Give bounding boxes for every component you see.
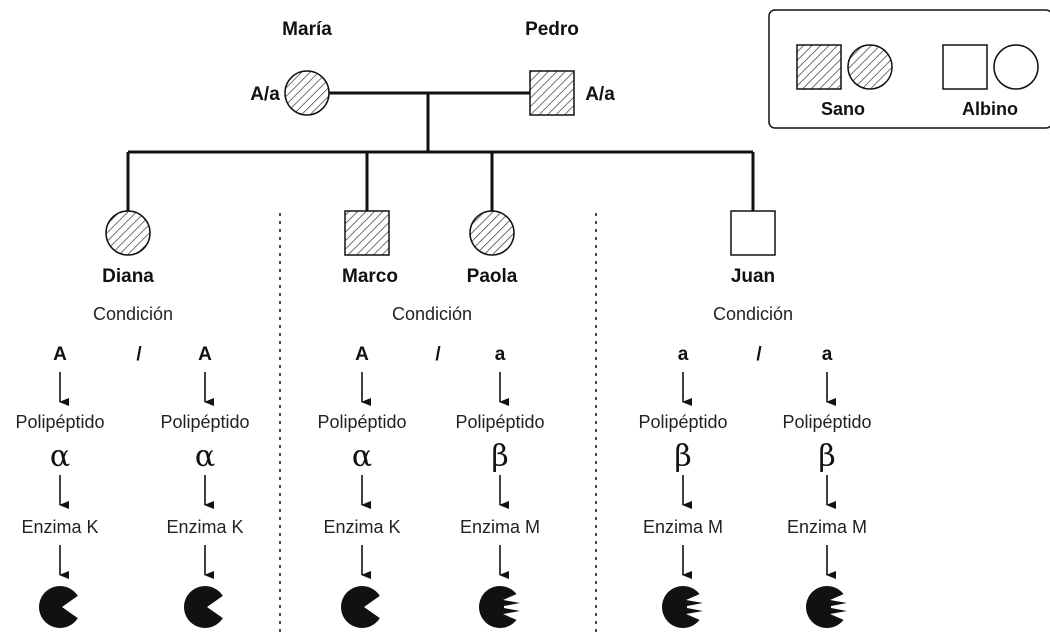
legend-albino-label: Albino (962, 99, 1018, 119)
polypeptide-label: Polipéptido (15, 412, 104, 432)
enzyme-label: Enzima M (643, 517, 723, 537)
allele-separator: / (435, 344, 441, 365)
enzyme-label: Enzima M (460, 517, 540, 537)
allele-label: a (822, 344, 833, 365)
enzyme-shape-icon (806, 586, 847, 629)
father-genotype: A/a (585, 84, 615, 105)
polypeptide-symbol: β (818, 439, 835, 474)
legend-albino-male-square (942, 44, 988, 90)
children: Diana Marco Paola Juan (102, 210, 776, 287)
polypeptide-symbol: α (50, 439, 70, 474)
parents: María Pedro A/a A/a (250, 19, 615, 116)
enzyme-label: Enzima K (323, 517, 400, 537)
polypeptide-symbol: β (491, 439, 508, 474)
condition-label: Condición (93, 304, 173, 324)
enzyme-label: Enzima K (21, 517, 98, 537)
legend: Sano Albino (768, 9, 1050, 129)
mother-name: María (282, 19, 332, 40)
mother-symbol (284, 70, 330, 116)
legend-albino-female-circle (993, 44, 1039, 90)
allele-label: A (198, 344, 212, 365)
allele-label: A (355, 344, 369, 365)
enzyme-shape-icon (341, 586, 380, 629)
condition-label: Condición (392, 304, 472, 324)
legend-healthy-male-square (796, 44, 842, 90)
enzyme-label: Enzima K (166, 517, 243, 537)
legend-healthy-label: Sano (821, 99, 865, 119)
condition-label: Condición (713, 304, 793, 324)
polypeptide-symbol: α (195, 439, 215, 474)
allele-separator: / (136, 344, 142, 365)
diana-name: Diana (102, 266, 154, 287)
enzyme-shape-icon (184, 586, 223, 628)
paola-name: Paola (467, 266, 518, 287)
marco-symbol (344, 210, 390, 256)
polypeptide-label: Polipéptido (782, 412, 871, 432)
juan-symbol (730, 210, 776, 256)
polypeptide-label: Polipéptido (160, 412, 249, 432)
allele-label: a (678, 344, 689, 365)
legend-box (768, 9, 1050, 129)
juan-name: Juan (731, 266, 775, 287)
enzyme-shape-icon (39, 586, 78, 628)
diana-symbol (105, 210, 151, 256)
polypeptide-symbol: α (352, 439, 372, 474)
paola-symbol (469, 210, 515, 256)
pedigree-lines (126, 91, 755, 211)
father-name: Pedro (525, 19, 579, 40)
marco-name: Marco (342, 266, 398, 287)
polypeptide-symbol: β (674, 439, 691, 474)
mother-genotype: A/a (250, 84, 280, 105)
legend-healthy-female-circle (847, 44, 893, 90)
enzyme-label: Enzima M (787, 517, 867, 537)
enzyme-shape-icon (479, 586, 520, 629)
polypeptide-label: Polipéptido (638, 412, 727, 432)
polypeptide-label: Polipéptido (317, 412, 406, 432)
allele-separator: / (756, 344, 762, 365)
allele-label: a (495, 344, 506, 365)
allele-label: A (53, 344, 67, 365)
father-symbol (529, 70, 575, 116)
polypeptide-label: Polipéptido (455, 412, 544, 432)
enzyme-shape-icon (662, 586, 703, 629)
